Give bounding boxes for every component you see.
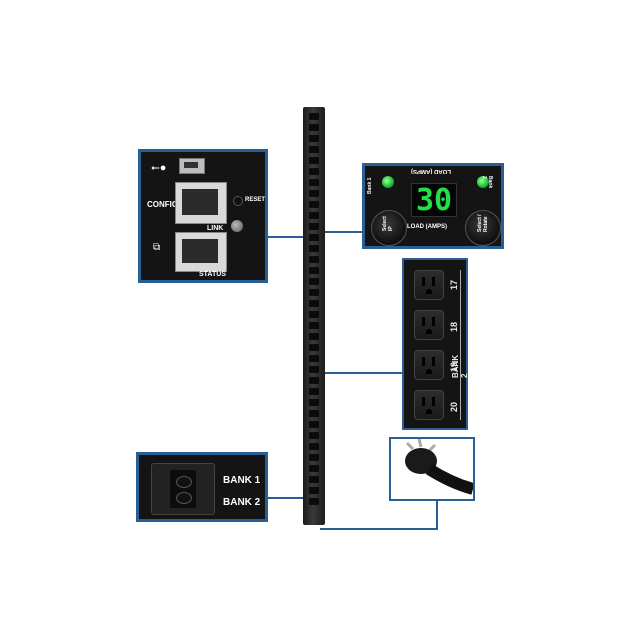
network-panel: ⭠● CONFIG LINK RESET ⧉ STATUS <box>138 149 268 283</box>
strip-outlet <box>309 157 319 164</box>
status-led <box>231 220 243 232</box>
strip-outlet <box>309 366 319 373</box>
bank2-label: Bank 2 <box>481 176 493 189</box>
select-rotate-label: Select / Rotate <box>477 214 489 232</box>
strip-outlet <box>309 234 319 241</box>
strip-outlet <box>309 289 319 296</box>
strip-outlet <box>309 355 319 362</box>
breaker-bank2-label: BANK 2 <box>223 497 261 508</box>
strip-outlet <box>309 344 319 351</box>
strip-outlet <box>309 245 319 252</box>
strip-outlet <box>309 333 319 340</box>
strip-outlet <box>309 146 319 153</box>
bank1-led <box>382 176 394 188</box>
outlet-number-20: 20 <box>449 401 459 412</box>
connector-line-network <box>268 236 304 238</box>
network-ethernet-port[interactable] <box>175 232 227 272</box>
strip-outlet <box>309 278 319 285</box>
strip-outlet <box>309 113 319 120</box>
breaker-1-button[interactable] <box>176 476 192 488</box>
strip-outlet <box>309 377 319 384</box>
strip-outlet <box>309 179 319 186</box>
status-label: STATUS <box>199 271 226 278</box>
connector-line-display <box>324 231 362 233</box>
strip-outlet <box>309 223 319 230</box>
select-rotate-button[interactable]: Select / Rotate <box>465 210 501 246</box>
breaker-panel: BANK 1 BANK 2 <box>136 452 268 522</box>
load-display: 30 <box>411 183 457 218</box>
config-ethernet-port[interactable] <box>175 182 227 224</box>
breaker-bank1-label: BANK 1 <box>223 475 261 486</box>
usb-port[interactable] <box>179 158 205 174</box>
network-icon: ⧉ <box>153 242 161 253</box>
bank1-label: Bank 1 <box>367 177 373 194</box>
strip-outlet <box>309 476 319 483</box>
power-plug-icon <box>405 439 473 495</box>
strip-outlet <box>309 388 319 395</box>
select-ip-button[interactable]: Select IP <box>371 210 407 246</box>
connector-line-plug-vertical <box>436 500 438 530</box>
connector-line-outlets <box>324 372 402 374</box>
load-value: 30 <box>416 183 453 218</box>
display-panel: LOAD (AMPS) Bank 1 Bank 2 30 LOAD (AMPS)… <box>362 163 504 249</box>
pdu-strip <box>303 107 325 525</box>
strip-outlet <box>309 201 319 208</box>
bank2-led <box>477 176 489 188</box>
strip-outlet <box>309 300 319 307</box>
strip-outlet <box>309 498 319 505</box>
breaker-2-button[interactable] <box>176 492 192 504</box>
reset-label: RESET <box>245 197 266 203</box>
usb-icon: ⭠● <box>151 162 167 174</box>
outlet-18[interactable] <box>414 310 444 340</box>
strip-outlet <box>309 168 319 175</box>
plug-panel <box>389 437 475 501</box>
strip-outlet <box>309 432 319 439</box>
strip-outlet <box>309 465 319 472</box>
strip-outlet <box>309 267 319 274</box>
outlet-number-18: 18 <box>449 321 459 332</box>
outlet-panel: 17 18 19 20 BANK 2 <box>402 258 469 430</box>
reset-indicator[interactable] <box>233 196 243 206</box>
strip-outlet <box>309 443 319 450</box>
bank-divider <box>460 270 461 420</box>
strip-outlet <box>309 421 319 428</box>
load-label: LOAD (AMPS) <box>407 224 447 230</box>
load-label-mirrored: LOAD (AMPS) <box>411 168 451 174</box>
strip-outlet <box>309 190 319 197</box>
strip-outlet <box>309 212 319 219</box>
strip-outlet <box>309 135 319 142</box>
strip-outlet <box>309 410 319 417</box>
config-label: CONFIG <box>147 200 179 209</box>
strip-outlet <box>309 256 319 263</box>
outlet-17[interactable] <box>414 270 444 300</box>
strip-outlet <box>309 454 319 461</box>
strip-outlet <box>309 487 319 494</box>
outlet-number-17: 17 <box>449 279 459 290</box>
strip-outlet <box>309 311 319 318</box>
select-ip-label: Select IP <box>382 216 394 231</box>
outlet-19[interactable] <box>414 350 444 380</box>
strip-outlet <box>309 399 319 406</box>
strip-outlet <box>309 124 319 131</box>
strip-outlet <box>309 322 319 329</box>
link-label: LINK <box>207 225 224 232</box>
outlet-20[interactable] <box>414 390 444 420</box>
connector-line-breakers <box>268 497 304 499</box>
connector-line-plug-horizontal <box>320 528 438 530</box>
breaker-module[interactable] <box>151 463 215 515</box>
